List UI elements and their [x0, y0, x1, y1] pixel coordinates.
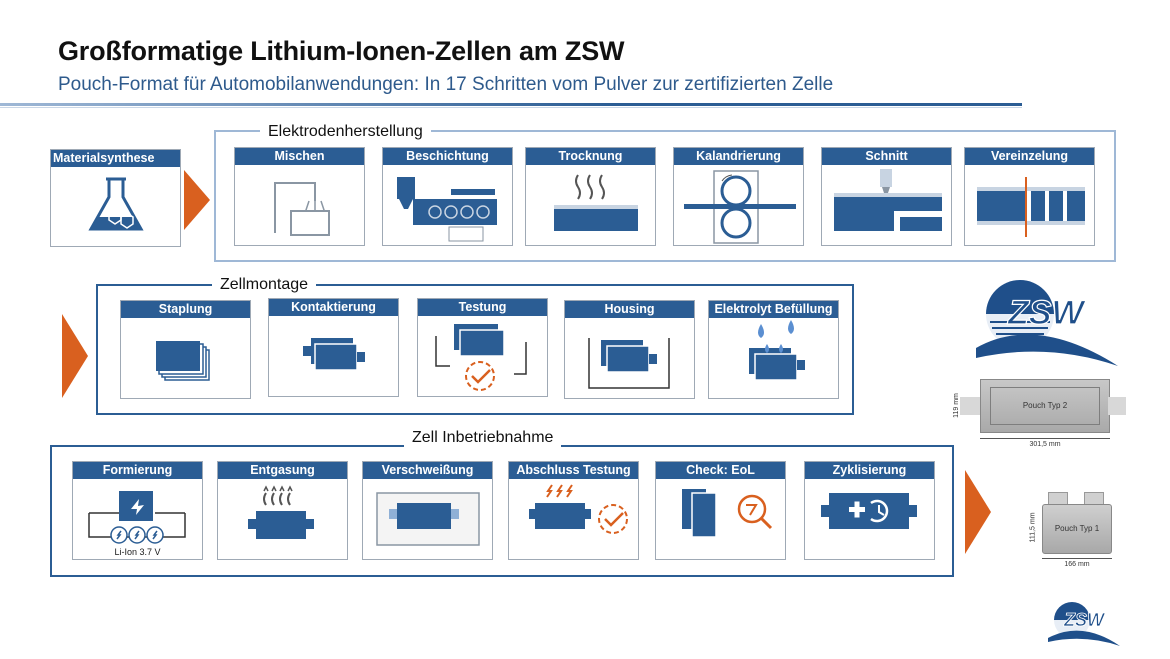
degassing-icon [248, 485, 314, 539]
step-label: Entgasung [218, 462, 347, 479]
housing-icon [588, 338, 670, 389]
step-kontaktierung: Kontaktierung [268, 298, 399, 397]
group-electrode [214, 130, 1116, 262]
step-label: Testung [418, 299, 547, 316]
pouch-type2-tab-left [960, 397, 982, 415]
formation-icon [88, 491, 186, 544]
step-label: Beschichtung [383, 148, 512, 165]
final-test-icon [529, 484, 628, 534]
cutting-icon [834, 169, 942, 231]
pouch-type1-width-line [1042, 558, 1112, 559]
pouch-type1-height: 111,5 mm [1029, 512, 1037, 543]
pouch-type2: Pouch Typ 2 301,5 mm [958, 377, 1128, 453]
stack-icon [156, 341, 210, 381]
group-assembly [96, 284, 854, 415]
title-divider-shadow [0, 107, 1022, 108]
logo-text-small: ZSW [1063, 610, 1106, 630]
step-vereinzelung: Vereinzelung [964, 147, 1095, 246]
formation-note: Li-Ion 3.7 V [114, 547, 161, 557]
welding-icon [376, 492, 480, 546]
step-label: Housing [565, 301, 694, 318]
step-label: Trocknung [526, 148, 655, 165]
step-mischen: Mischen [234, 147, 365, 246]
step-label: Abschluss Testung [509, 462, 638, 479]
group-commissioning-label: Zell Inbetriebnahme [404, 429, 562, 447]
step-label: Kalandrierung [674, 148, 803, 165]
zsw-logo-small: ZSW [1048, 602, 1120, 646]
pouch-type2-width: 301,5 mm [1029, 441, 1061, 448]
step-label: Check: EoL [656, 462, 785, 479]
pouch-type1-label: Pouch Typ 1 [1054, 524, 1100, 533]
step-abschluss-testung: Abschluss Testung [508, 461, 639, 560]
group-electrode-label: Elektrodenherstellung [260, 123, 431, 141]
mixer-icon [274, 182, 330, 236]
arrow-assembly-icon [62, 314, 88, 398]
arrow-material-icon [184, 170, 210, 230]
step-formierung: Formierung Li-Ion 3.7 V [72, 461, 203, 560]
contact-cell-icon [303, 338, 365, 371]
test-cell-icon [435, 324, 527, 391]
pouch-type1-width: 166 mm [1064, 561, 1090, 568]
step-materialsynthese: Materialsynthese [50, 149, 181, 247]
separation-icon [977, 177, 1085, 237]
coating-machine-icon [397, 177, 497, 242]
cycling-icon [821, 493, 917, 529]
pouch-type2-label: Pouch Typ 2 [1022, 401, 1068, 410]
step-label: Verschweißung [363, 462, 492, 479]
step-label: Materialsynthese [51, 150, 180, 167]
step-verschweissung: Verschweißung [362, 461, 493, 560]
pouch-type2-width-line [980, 438, 1110, 439]
step-testung: Testung [417, 298, 548, 397]
eol-check-icon [682, 489, 773, 538]
step-entgasung: Entgasung [217, 461, 348, 560]
pouch-type2-tab-right [1108, 397, 1126, 415]
pouch-type2-inner [990, 387, 1100, 425]
step-label: Staplung [121, 301, 250, 318]
page-title: Großformatige Lithium-Ionen-Zellen am ZS… [58, 36, 625, 66]
page-subtitle: Pouch-Format für Automobilanwendungen: I… [58, 74, 834, 95]
step-trocknung: Trocknung [525, 147, 656, 246]
step-label: Vereinzelung [965, 148, 1094, 165]
arrow-output-icon [965, 470, 991, 554]
flask-icon [88, 177, 144, 231]
pouch-type2-height: 119 mm [952, 393, 960, 418]
electrolyte-drops-icon [749, 320, 805, 381]
group-assembly-label: Zellmontage [212, 276, 317, 294]
step-label: Elektrolyt Befüllung [709, 301, 838, 318]
step-check-eol: Check: EoL [655, 461, 786, 560]
step-label: Formierung [73, 462, 202, 479]
step-schnitt: Schnitt [821, 147, 952, 246]
step-label: Kontaktierung [269, 299, 398, 316]
step-beschichtung: Beschichtung [382, 147, 513, 246]
step-label: Schnitt [822, 148, 951, 165]
step-zyklisierung: Zyklisierung [804, 461, 935, 560]
step-housing: Housing [564, 300, 695, 399]
step-elektrolyt: Elektrolyt Befüllung [708, 300, 839, 399]
calender-rollers-icon [684, 170, 796, 244]
drying-icon [554, 174, 638, 231]
zsw-logo: ZSW [976, 280, 1118, 366]
pouch-type1: Pouch Typ 1 166 mm [1034, 490, 1126, 574]
step-label: Mischen [235, 148, 364, 165]
step-staplung: Staplung [120, 300, 251, 399]
logo-text: ZSW [1007, 294, 1086, 332]
step-label: Zyklisierung [805, 462, 934, 479]
title-divider [0, 103, 1022, 106]
step-kalandrierung: Kalandrierung [673, 147, 804, 246]
pouch-type1-body [1042, 504, 1112, 554]
